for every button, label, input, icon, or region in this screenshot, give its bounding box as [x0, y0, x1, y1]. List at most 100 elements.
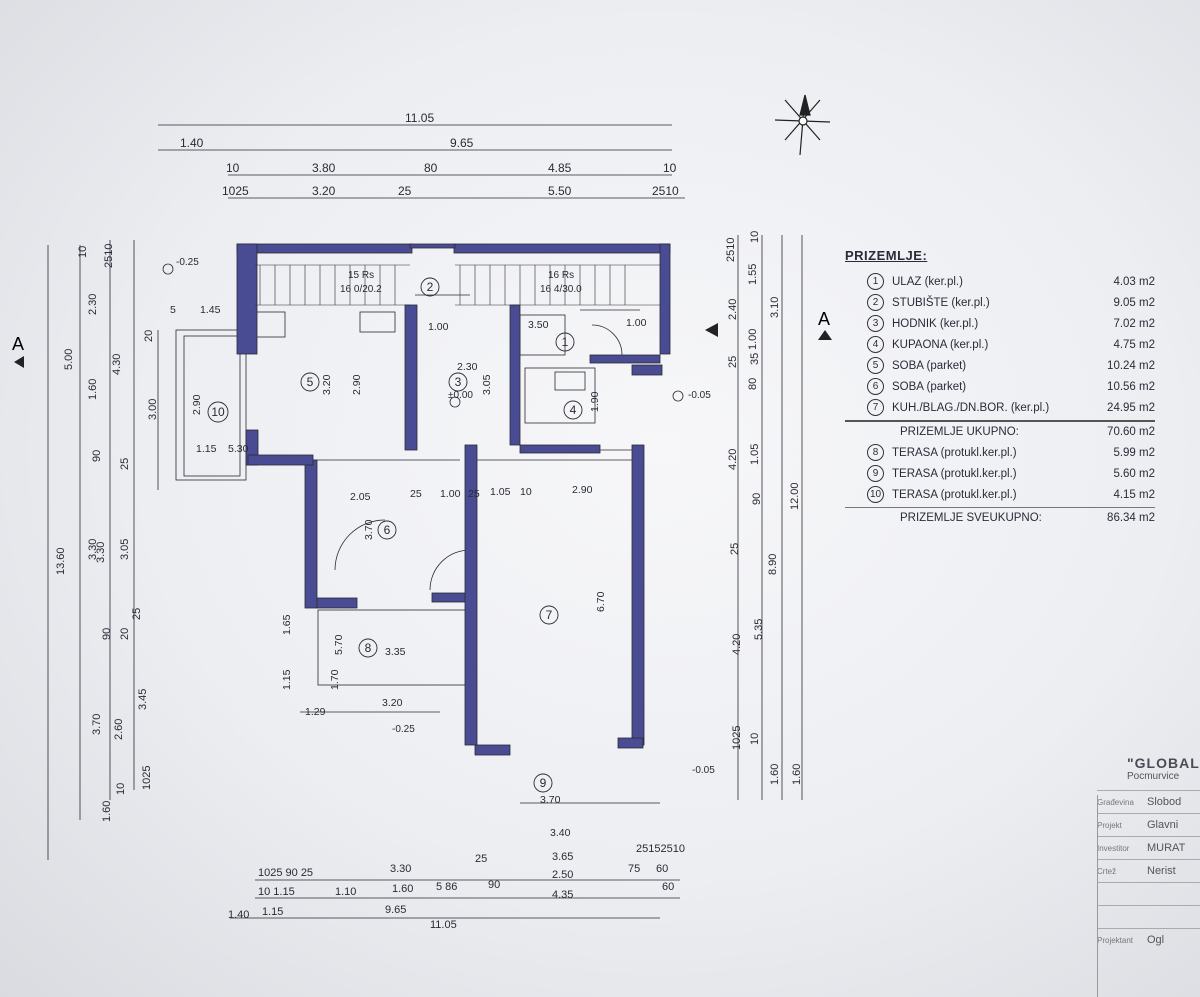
dim-text: 90 [751, 493, 763, 505]
room-name: SOBA (parket) [892, 359, 967, 372]
dim-text: 4.85 [548, 161, 572, 175]
dim-text: 3.40 [550, 827, 571, 839]
section-arrow-icon [705, 323, 718, 337]
total-area: 86.34 m2 [1107, 512, 1155, 524]
room-number-badge: 3 [867, 315, 884, 332]
room-area: 4.75 m2 [1113, 338, 1155, 351]
dim-text: 75 [628, 863, 640, 875]
room-name: TERASA (protukl.ker.pl.) [892, 488, 1017, 501]
legend-room-row: 5 SOBA (parket) 10.24 m2 [845, 355, 1155, 376]
dim-text: 25 [475, 853, 487, 865]
section-arrow-icon [818, 330, 832, 340]
room-area: 7.02 m2 [1113, 317, 1155, 330]
dim-text: 20 [143, 330, 155, 342]
dim-text: 1.40 [180, 136, 204, 150]
dim-text: 1.00 [440, 488, 461, 500]
dim-text: 11.05 [430, 919, 457, 931]
room-area: 5.60 m2 [1113, 467, 1155, 480]
dim-text: 3.45 [137, 689, 149, 710]
room-name: HODNIK (ker.pl.) [892, 317, 979, 330]
dim-text: 4.30 [111, 354, 123, 375]
room-name: TERASA (protukl.ker.pl.) [892, 467, 1017, 480]
dim-text: 1.60 [791, 764, 803, 785]
dim-text: 3.65 [552, 851, 573, 863]
room-number-badge: 1 [867, 273, 884, 290]
dim-text: 1.60 [769, 764, 781, 785]
level-text: -0.05 [688, 390, 711, 401]
room-number-badge: 7 [867, 399, 884, 416]
room-name: KUPAONA (ker.pl.) [892, 338, 989, 351]
dim-text: 9.65 [385, 904, 406, 916]
total-label: PRIZEMLJE SVEUKUPNO: [900, 512, 1042, 524]
dim-text: 10 [749, 231, 761, 243]
row-key: Građevina [1097, 797, 1134, 807]
dim-text: 4.35 [552, 889, 573, 901]
room-area: 24.95 m2 [1107, 401, 1155, 414]
stair-label: 16 Rs [548, 270, 574, 281]
room-name: ULAZ (ker.pl.) [892, 275, 963, 288]
room-number: 8 [365, 641, 372, 655]
dim-text: 2.05 [350, 491, 371, 503]
dim-text: 10 [749, 733, 761, 745]
dim-text: 90 [488, 879, 500, 891]
row-value: Nerist [1147, 865, 1176, 877]
dim-text: 13.60 [55, 547, 67, 575]
dim-text: 10 [226, 161, 240, 175]
dim-text: 1025 [141, 766, 153, 790]
dim-text: 1.29 [305, 706, 326, 718]
dim-text: 1.60 [101, 801, 113, 822]
room-area: 9.05 m2 [1113, 296, 1155, 309]
room-number-badge: 6 [867, 378, 884, 395]
dim-text: 2.90 [191, 394, 203, 415]
dim-text: 10 [115, 783, 127, 795]
row-value: Glavni [1147, 819, 1179, 831]
room-number-badge: 10 [867, 486, 884, 503]
dim-text: 3.05 [119, 539, 131, 560]
dim-text: 5.35 [753, 619, 765, 640]
level-text: -0.25 [392, 724, 415, 735]
room-marker-8 [358, 638, 378, 658]
room-area: 5.99 m2 [1113, 446, 1155, 459]
legend-room-row: 7 KUH./BLAG./DN.BOR. (ker.pl.) 24.95 m2 [845, 397, 1155, 418]
dim-text: 1.40 [228, 909, 249, 921]
dim-text: 5 [170, 304, 176, 316]
dim-text: 3.70 [91, 714, 103, 735]
level-text: ±0.00 [448, 390, 473, 401]
dim-text: 25 [131, 608, 143, 620]
dim-text: 2.90 [572, 484, 593, 496]
company-place: Pocmurvice [1127, 771, 1180, 782]
dim-text: 3.20 [321, 374, 333, 395]
dim-text: 80 [424, 161, 438, 175]
legend-subtotal-row: PRIZEMLJE UKUPNO: 70.60 m2 [845, 420, 1155, 442]
title-block-frame [1097, 795, 1200, 997]
room-number: 2 [427, 280, 434, 294]
legend-terrace-row: 10 TERASA (protukl.ker.pl.) 4.15 m2 [845, 484, 1155, 505]
dim-text: 3.70 [363, 519, 375, 540]
level-text: -0.25 [176, 257, 199, 268]
dim-text: 3.30 [390, 863, 411, 875]
row-value: Ogl [1147, 934, 1165, 946]
dim-text: 3.30 [87, 539, 99, 560]
dim-text: 1.15 [196, 443, 217, 455]
room-area: 10.24 m2 [1107, 359, 1155, 372]
dim-text: 4.20 [731, 634, 743, 655]
dim-text: 3.20 [312, 184, 336, 198]
room-number-badge: 9 [867, 465, 884, 482]
dim-text: 1025 90 25 [258, 867, 313, 879]
title-block-row [1097, 905, 1200, 928]
dim-text: 2510 [103, 244, 115, 268]
level-marker-icon [449, 396, 461, 408]
dim-text: 60 [656, 863, 668, 875]
room-name: TERASA (protukl.ker.pl.) [892, 446, 1017, 459]
dim-text: 90 [101, 628, 113, 640]
row-value: MURAT [1147, 842, 1186, 854]
room-area: 10.56 m2 [1107, 380, 1155, 393]
dim-text: 1.05 [749, 444, 761, 465]
dim-text: 25 [729, 543, 741, 555]
room-area-legend: PRIZEMLJE: 1 ULAZ (ker.pl.) 4.03 m2 2 ST… [845, 248, 1155, 528]
dim-text: 35 [749, 353, 761, 365]
section-arrow-icon [14, 356, 24, 368]
